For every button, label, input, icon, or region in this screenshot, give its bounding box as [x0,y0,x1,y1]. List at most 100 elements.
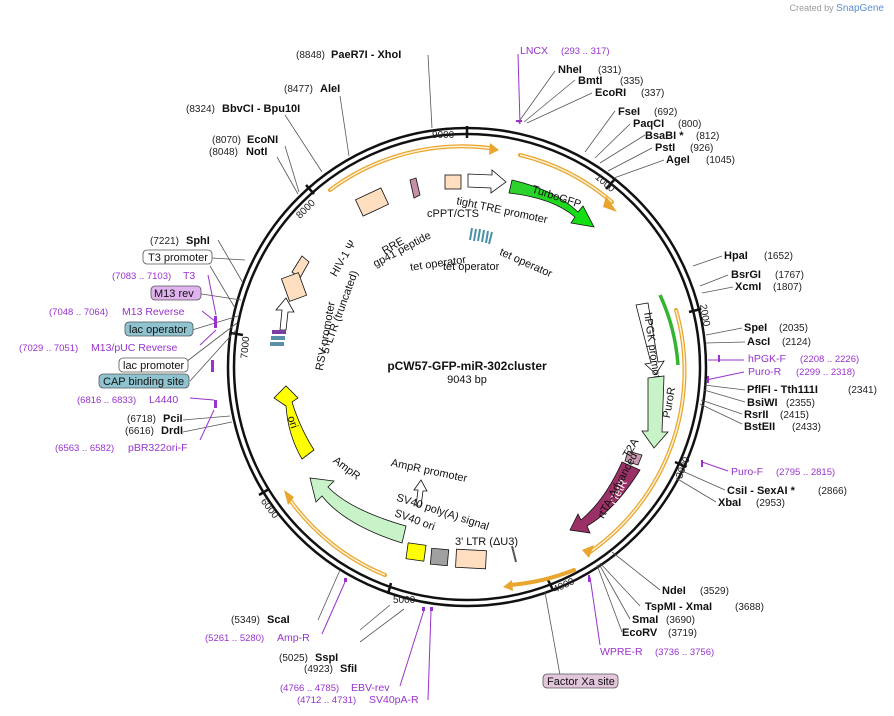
svg-text:(337): (337) [641,88,664,99]
sv40-polya-box [429,547,450,567]
green-arc [658,294,680,366]
enzyme-pflfi-tth111i: PflFI - Tth111I [747,384,818,396]
ampr-arrow [309,477,407,544]
tick-mark-5000 [386,582,393,595]
svg-text:(5025): (5025) [279,653,308,664]
enzyme-asci: AscI [747,336,770,348]
rtetr-arrow [569,461,641,534]
tick-label-7000: 7000 [239,336,252,360]
primer-ebv-rev: EBV-rev [351,682,390,694]
tick-mark-3000 [674,460,687,469]
enzyme-psti: PstI [655,142,675,154]
enzyme-sspi: SspI [315,652,338,664]
tick-label-5000: 5000 [393,595,416,606]
enzyme-spei: SpeI [744,322,767,334]
svg-text:(8324): (8324) [186,104,215,115]
enzyme-alei: AleI [320,83,340,95]
svg-text:(293 .. 317): (293 .. 317) [561,46,610,57]
primer-hpgk-f: hPGK-F [748,353,786,365]
tick-label-2000: 2000 [697,303,712,327]
svg-text:(3529): (3529) [700,586,729,597]
svg-text:(3719): (3719) [668,628,697,639]
svg-text:(7221): (7221) [150,236,179,247]
enzyme-bsiwi: BsiWI [747,397,778,409]
svg-text:(6616): (6616) [125,426,154,437]
enzyme-tspmi-xmai: TspMI - XmaI [645,601,712,613]
cppt-box [444,174,462,190]
svg-text:(2415): (2415) [780,410,809,421]
primer-puro-f: Puro-F [731,466,763,478]
svg-text:(8477): (8477) [284,84,313,95]
ori-arrow [273,385,315,460]
tick-marks [230,126,702,595]
svg-text:(335): (335) [620,76,643,87]
svg-text:(5261 .. 5280): (5261 .. 5280) [205,633,264,644]
enzyme-hpai: HpaI [724,250,748,262]
ampr-promoter-arrow [413,479,428,507]
enzyme-sfii: SfiI [340,663,357,675]
enzyme-bsabi: BsaBI * [645,130,684,142]
label-lac-promoter: lac promoter [123,360,184,372]
primer-amp-r: Amp-R [277,632,310,644]
svg-text:(6563 .. 6582): (6563 .. 6582) [55,443,114,454]
svg-text:(2299 .. 2318): (2299 .. 2318) [796,367,855,378]
primer-m13-reverse: M13 Reverse [122,306,185,318]
svg-text:(331): (331) [598,65,621,76]
enzyme-bbvci-bpu10i: BbvCI - Bpu10I [222,103,300,115]
svg-text:(1045): (1045) [706,155,735,166]
primer-m13-puc-reverse: M13/pUC Reverse [91,342,178,354]
enzyme-ndei: NdeI [662,585,686,597]
sv40-ori-box [405,542,427,562]
turbogfp-arrow [508,179,595,228]
feature-arcs-highlight [289,145,686,576]
svg-text:(812): (812) [696,131,719,142]
puror-label: PuroR [661,386,678,419]
svg-text:(2124): (2124) [782,337,811,348]
svg-text:(2795 .. 2815): (2795 .. 2815) [776,467,835,478]
tet-operator-label-3: tet operator [443,261,500,273]
svg-text:(2208 .. 2226): (2208 .. 2226) [800,354,859,365]
enzyme-scai: ScaI [267,614,290,626]
snapgene-credit: Created by SnapGene [790,3,884,14]
hpgk-arrow [635,302,665,375]
svg-text:(7029 .. 7051): (7029 .. 7051) [19,343,78,354]
svg-text:(7048 .. 7064): (7048 .. 7064) [49,307,108,318]
turbogfp-label: TurboGFP [530,184,582,211]
svg-text:(2341): (2341) [848,385,877,396]
rre-box [354,187,390,217]
tight-tre-arrow [467,169,507,194]
enzyme-labels-right: NheI(331) BmtI(335) EcoRI(337) FseI(692)… [558,64,877,639]
ltr5-box [280,272,308,302]
enzyme-ecori: EcoRI [595,87,626,99]
tick-mark-4000 [546,579,555,591]
tick-label-8000: 8000 [294,197,318,221]
primer-pbr322ori-f: pBR322ori-F [128,442,188,454]
svg-text:(800): (800) [678,119,701,130]
enzyme-agei: AgeI [666,154,690,166]
tick-mark-8000 [305,184,315,195]
svg-text:(6816 .. 6833): (6816 .. 6833) [77,395,136,406]
svg-text:(2953): (2953) [756,498,785,509]
t2a-box [624,450,643,466]
cppt-label: cPPT/CTS [427,208,479,220]
svg-text:(4923): (4923) [304,664,333,675]
enzyme-nhei: NheI [558,64,582,76]
primer-l4440: L4440 [149,394,178,406]
svg-text:(4712 .. 4731): (4712 .. 4731) [297,695,356,706]
ampr-label: AmpR [331,455,363,483]
svg-text:(1807): (1807) [773,282,802,293]
tick-mark-6000 [258,487,270,497]
enzyme-csii-sexai: CsiI - SexAI * [727,485,796,497]
svg-text:(2035): (2035) [779,323,808,334]
svg-text:(8848): (8848) [296,50,325,61]
tet-operator-label-2: tet operator [498,246,555,280]
label-m13-rev: M13 rev [154,288,194,300]
svg-text:(1767): (1767) [775,270,804,281]
enzyme-noti: NotI [246,146,267,158]
tick-label-9000: 9000 [432,130,455,141]
primer-ticks [211,120,720,611]
enzyme-xcmi: XcmI [735,281,761,293]
enzyme-bsteii: BstEII [744,421,775,433]
svg-text:(3736 .. 3756): (3736 .. 3756) [655,647,714,658]
enzyme-econi: EcoNI [247,134,278,146]
